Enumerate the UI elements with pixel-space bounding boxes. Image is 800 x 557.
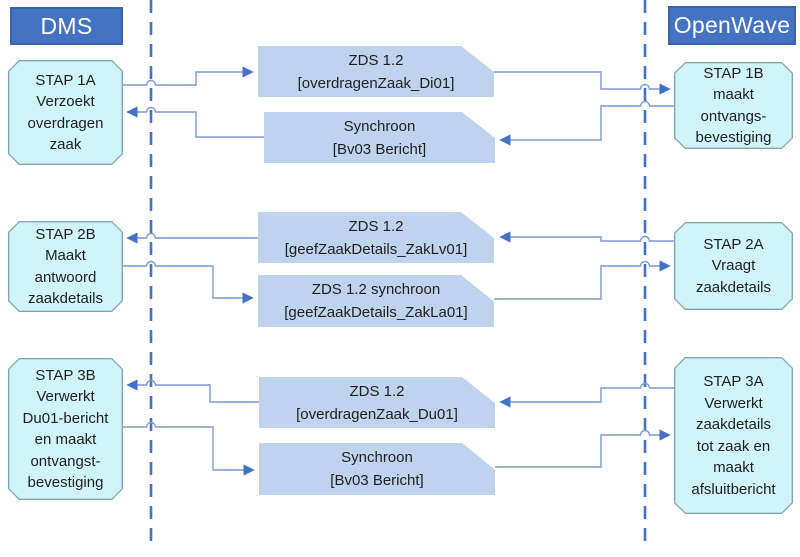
step-3b-box: STAP 3B Verwerkt Du01-bericht en maakt o… [8, 358, 123, 500]
step-3a-label: STAP 3A Verwerkt zaakdetails tot zaak en… [675, 358, 791, 512]
actor-dms: DMS [10, 7, 123, 45]
step-2b-box: STAP 2B Maakt antwoord zaakdetails [8, 221, 123, 312]
arrow-geefzaakdetails-zakla01-to-stap2a [494, 260, 671, 300]
actor-openwave: OpenWave [668, 6, 796, 45]
step-2b-label: STAP 2B Maakt antwoord zaakdetails [9, 222, 121, 310]
message-bv03-bericht: Synchroon [Bv03 Bericht] [264, 112, 495, 163]
arrow-stap3b-to-bv03-bericht-2 [123, 421, 255, 476]
arrow-stap3a-to-overdragenzaak-du01 [499, 382, 674, 408]
step-1a-label: STAP 1A Verzoekt overdragen zaak [9, 61, 121, 163]
step-1a-box: STAP 1A Verzoekt overdragen zaak [8, 60, 123, 165]
message-bv03-bericht-2: Synchroon [Bv03 Bericht] [259, 443, 495, 495]
step-2a-box: STAP 2A Vraagt zaakdetails [674, 222, 793, 310]
step-2a-label: STAP 2A Vraagt zaakdetails [675, 223, 791, 308]
arrow-overdragenzaak-di01-to-stap1b [494, 71, 671, 95]
message-geefzaakdetails-zaklv01: ZDS 1.2 [geefZaakDetails_ZakLv01] [258, 212, 494, 263]
message-overdragenzaak-du01: ZDS 1.2 [overdragenZaak_Du01] [259, 377, 495, 428]
arrow-stap1b-to-bv03-bericht [499, 100, 674, 146]
arrow-stap2a-to-geefzaakdetails-zaklv01 [499, 231, 674, 243]
step-1b-label: STAP 1B maakt ontvangs- bevestiging [675, 63, 791, 147]
step-3b-label: STAP 3B Verwerkt Du01-bericht en maakt o… [9, 359, 121, 498]
message-overdragenzaak-di01: ZDS 1.2 [overdragenZaak_Di01] [258, 46, 494, 97]
arrow-geefzaakdetails-zaklv01-to-stap2b [126, 232, 258, 244]
message-geefzaakdetails-zakla01: ZDS 1.2 synchroon [geefZaakDetails_ZakLa… [258, 275, 494, 327]
step-1b-box: STAP 1B maakt ontvangs- bevestiging [674, 62, 793, 149]
arrow-bv03-bericht-to-stap1a [126, 106, 264, 138]
arrow-overdragenzaak-du01-to-stap3b [126, 379, 259, 403]
arrow-stap2b-to-geefzaakdetails-zakla01 [123, 260, 254, 304]
arrow-stap1a-to-overdragenzaak-di01 [123, 66, 254, 86]
step-3a-box: STAP 3A Verwerkt zaakdetails tot zaak en… [674, 357, 793, 514]
arrow-bv03-bericht-2-to-stap3a [495, 429, 671, 468]
